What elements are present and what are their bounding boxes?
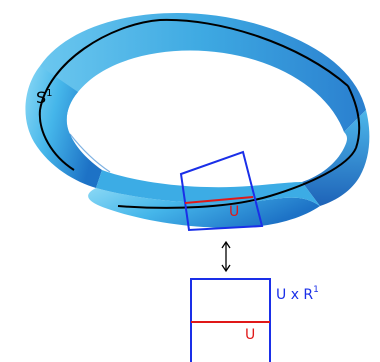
circle-label: S1 [36,88,53,107]
center-circle-s1 [38,18,361,209]
band-shadow-crease [69,133,111,173]
patch-segment-u [184,196,254,204]
correspondence-arrow [221,240,231,273]
product-label-sup: 1 [313,285,319,295]
patch-label-u: U [229,204,239,220]
product-label: U x R1 [276,285,319,303]
center-line-top [39,18,349,111]
band-right-twist [302,110,370,206]
band-front-ribbon [88,188,320,228]
band-left-side [25,66,102,188]
circle-label-sup: 1 [46,88,52,99]
product-chart: U [190,278,271,362]
product-rect [190,278,271,362]
center-line-left [38,109,75,171]
product-label-u: U [245,327,255,343]
patch-outline [179,150,264,232]
center-line-front [117,147,357,209]
center-line-right [347,85,361,149]
band-top-arc [40,12,366,134]
mobius-band [25,12,370,228]
band-patch: U [179,150,264,232]
